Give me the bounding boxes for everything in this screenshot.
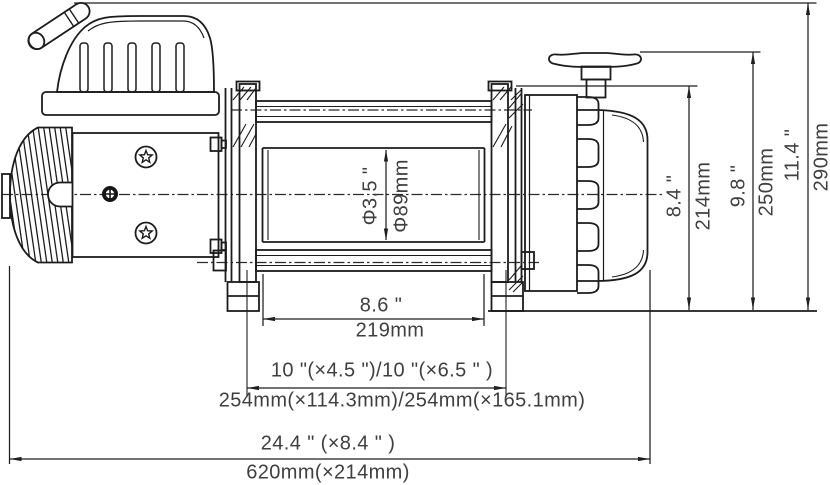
tie-rod-upper [255, 100, 493, 123]
dimension-arrowheads [9, 3, 811, 462]
dim-drum-length-mm: 219mm [355, 319, 425, 342]
clutch-knob [548, 52, 642, 99]
motor-housing [71, 132, 227, 258]
dim-drum-diameter-inch: Φ3.5 " [359, 166, 382, 226]
dim-overall-length-inch: 24.4 " (×8.4 " ) [260, 432, 396, 455]
motor-end-cap [1, 126, 73, 264]
centerlines [2, 109, 662, 264]
hatching [492, 86, 524, 293]
dim-mount-pattern-inch: 10 "(×4.5 ")/10 "(×6.5 " ) [270, 359, 494, 382]
dim-height-tie-bar-mm: 214mm [692, 161, 715, 231]
tie-rod-bolt [520, 251, 535, 270]
dim-height-tie-bar-inch: 8.4 " [663, 174, 686, 218]
drum-barrel [261, 147, 486, 243]
torx-screw [134, 145, 158, 169]
dim-overall-length-mm: 620mm(×214mm) [246, 461, 410, 484]
gearbox-housing [524, 94, 649, 294]
vent-slots [79, 42, 185, 93]
hatching [232, 86, 257, 148]
dim-drum-diameter-mm: Φ89mm [390, 159, 413, 233]
drum-flange-left [224, 80, 261, 312]
dim-mount-pattern-mm: 254mm(×114.3mm)/254mm(×165.1mm) [218, 389, 586, 412]
tie-rod-bolt [212, 249, 227, 272]
control-box-lever [27, 1, 91, 51]
torx-screw [134, 221, 158, 245]
center-screw [102, 186, 118, 202]
dim-overall-height-mm: 290mm [810, 122, 830, 192]
dim-height-clutch-inch: 9.8 " [727, 164, 750, 208]
dim-drum-length-inch: 8.6 " [359, 294, 403, 317]
dim-height-clutch-mm: 250mm [755, 147, 778, 217]
dim-overall-height-inch: 11.4 " [781, 128, 804, 182]
control-box [27, 1, 220, 116]
tie-rod-lower [212, 249, 535, 272]
dimension-lines [8, 2, 817, 464]
